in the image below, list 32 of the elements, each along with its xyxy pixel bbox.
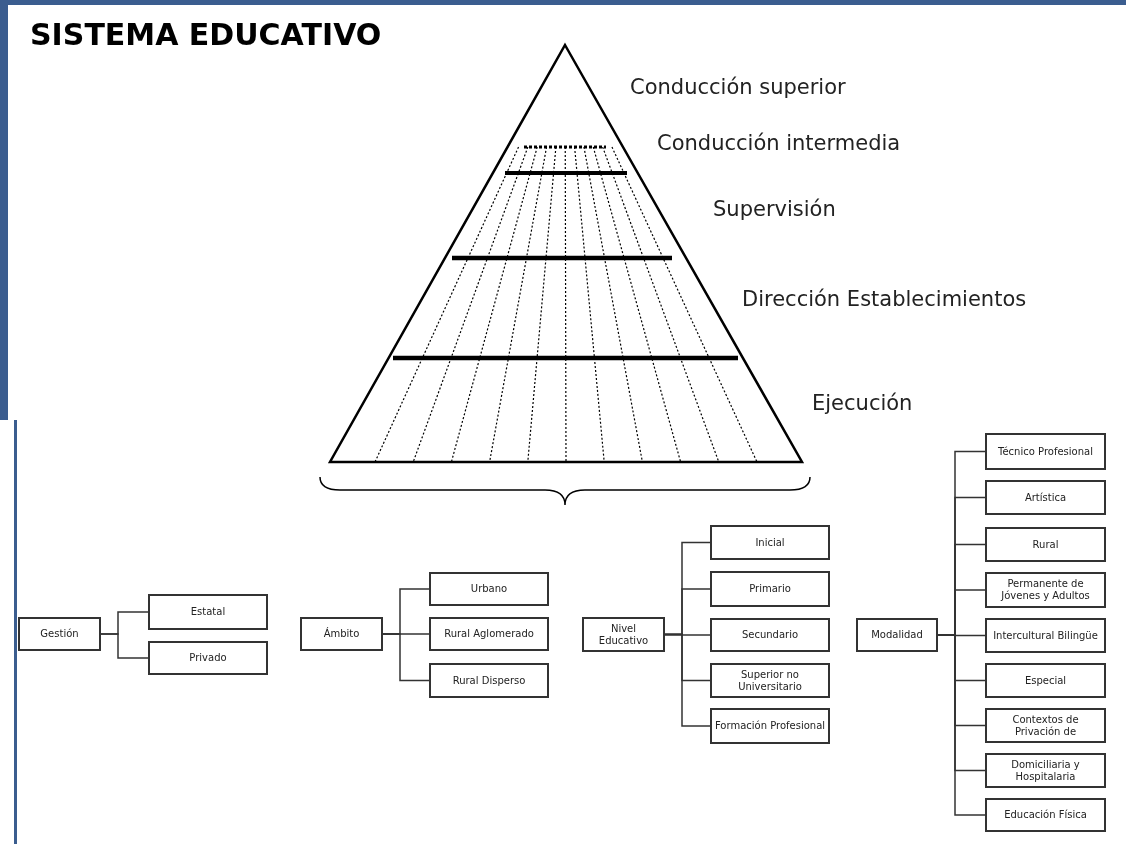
category-box: Rural xyxy=(985,527,1106,562)
category-box: Domiciliaria y Hospitalaria xyxy=(985,753,1106,788)
category-box: Rural Disperso xyxy=(429,663,549,698)
slide-title: SISTEMA EDUCATIVO xyxy=(30,16,382,54)
category-box: Artística xyxy=(985,480,1106,515)
category-box: Secundario xyxy=(710,618,830,652)
level-label: Ejecución xyxy=(812,390,913,417)
category-box: Nivel Educativo xyxy=(582,617,665,652)
category-box: Gestión xyxy=(18,617,101,651)
category-box: Ámbito xyxy=(300,617,383,651)
category-box: Urbano xyxy=(429,572,549,606)
category-box: Contextos de Privación de xyxy=(985,708,1106,743)
category-box: Educación Física xyxy=(985,798,1106,832)
connector-line xyxy=(100,633,149,659)
category-box: Técnico Profesional xyxy=(985,433,1106,470)
connector-line xyxy=(382,633,430,682)
category-box: Rural Aglomerado xyxy=(429,617,549,651)
level-label: Dirección Establecimientos xyxy=(742,286,1027,313)
category-box: Formación Profesional xyxy=(710,708,830,744)
connector-line xyxy=(664,633,711,727)
category-box: Intercultural Bilingüe xyxy=(985,618,1106,653)
category-box: Superior no Universitario xyxy=(710,663,830,698)
category-box: Permanente de Jóvenes y Adultos xyxy=(985,572,1106,608)
level-label: Supervisión xyxy=(713,196,836,223)
category-box: Privado xyxy=(148,641,268,675)
category-box: Estatal xyxy=(148,594,268,630)
category-box: Especial xyxy=(985,663,1106,698)
category-box: Modalidad xyxy=(856,618,938,652)
category-box: Primario xyxy=(710,571,830,607)
level-label: Conducción intermedia xyxy=(657,130,901,157)
level-label: Conducción superior xyxy=(630,74,846,101)
category-box: Inicial xyxy=(710,525,830,560)
